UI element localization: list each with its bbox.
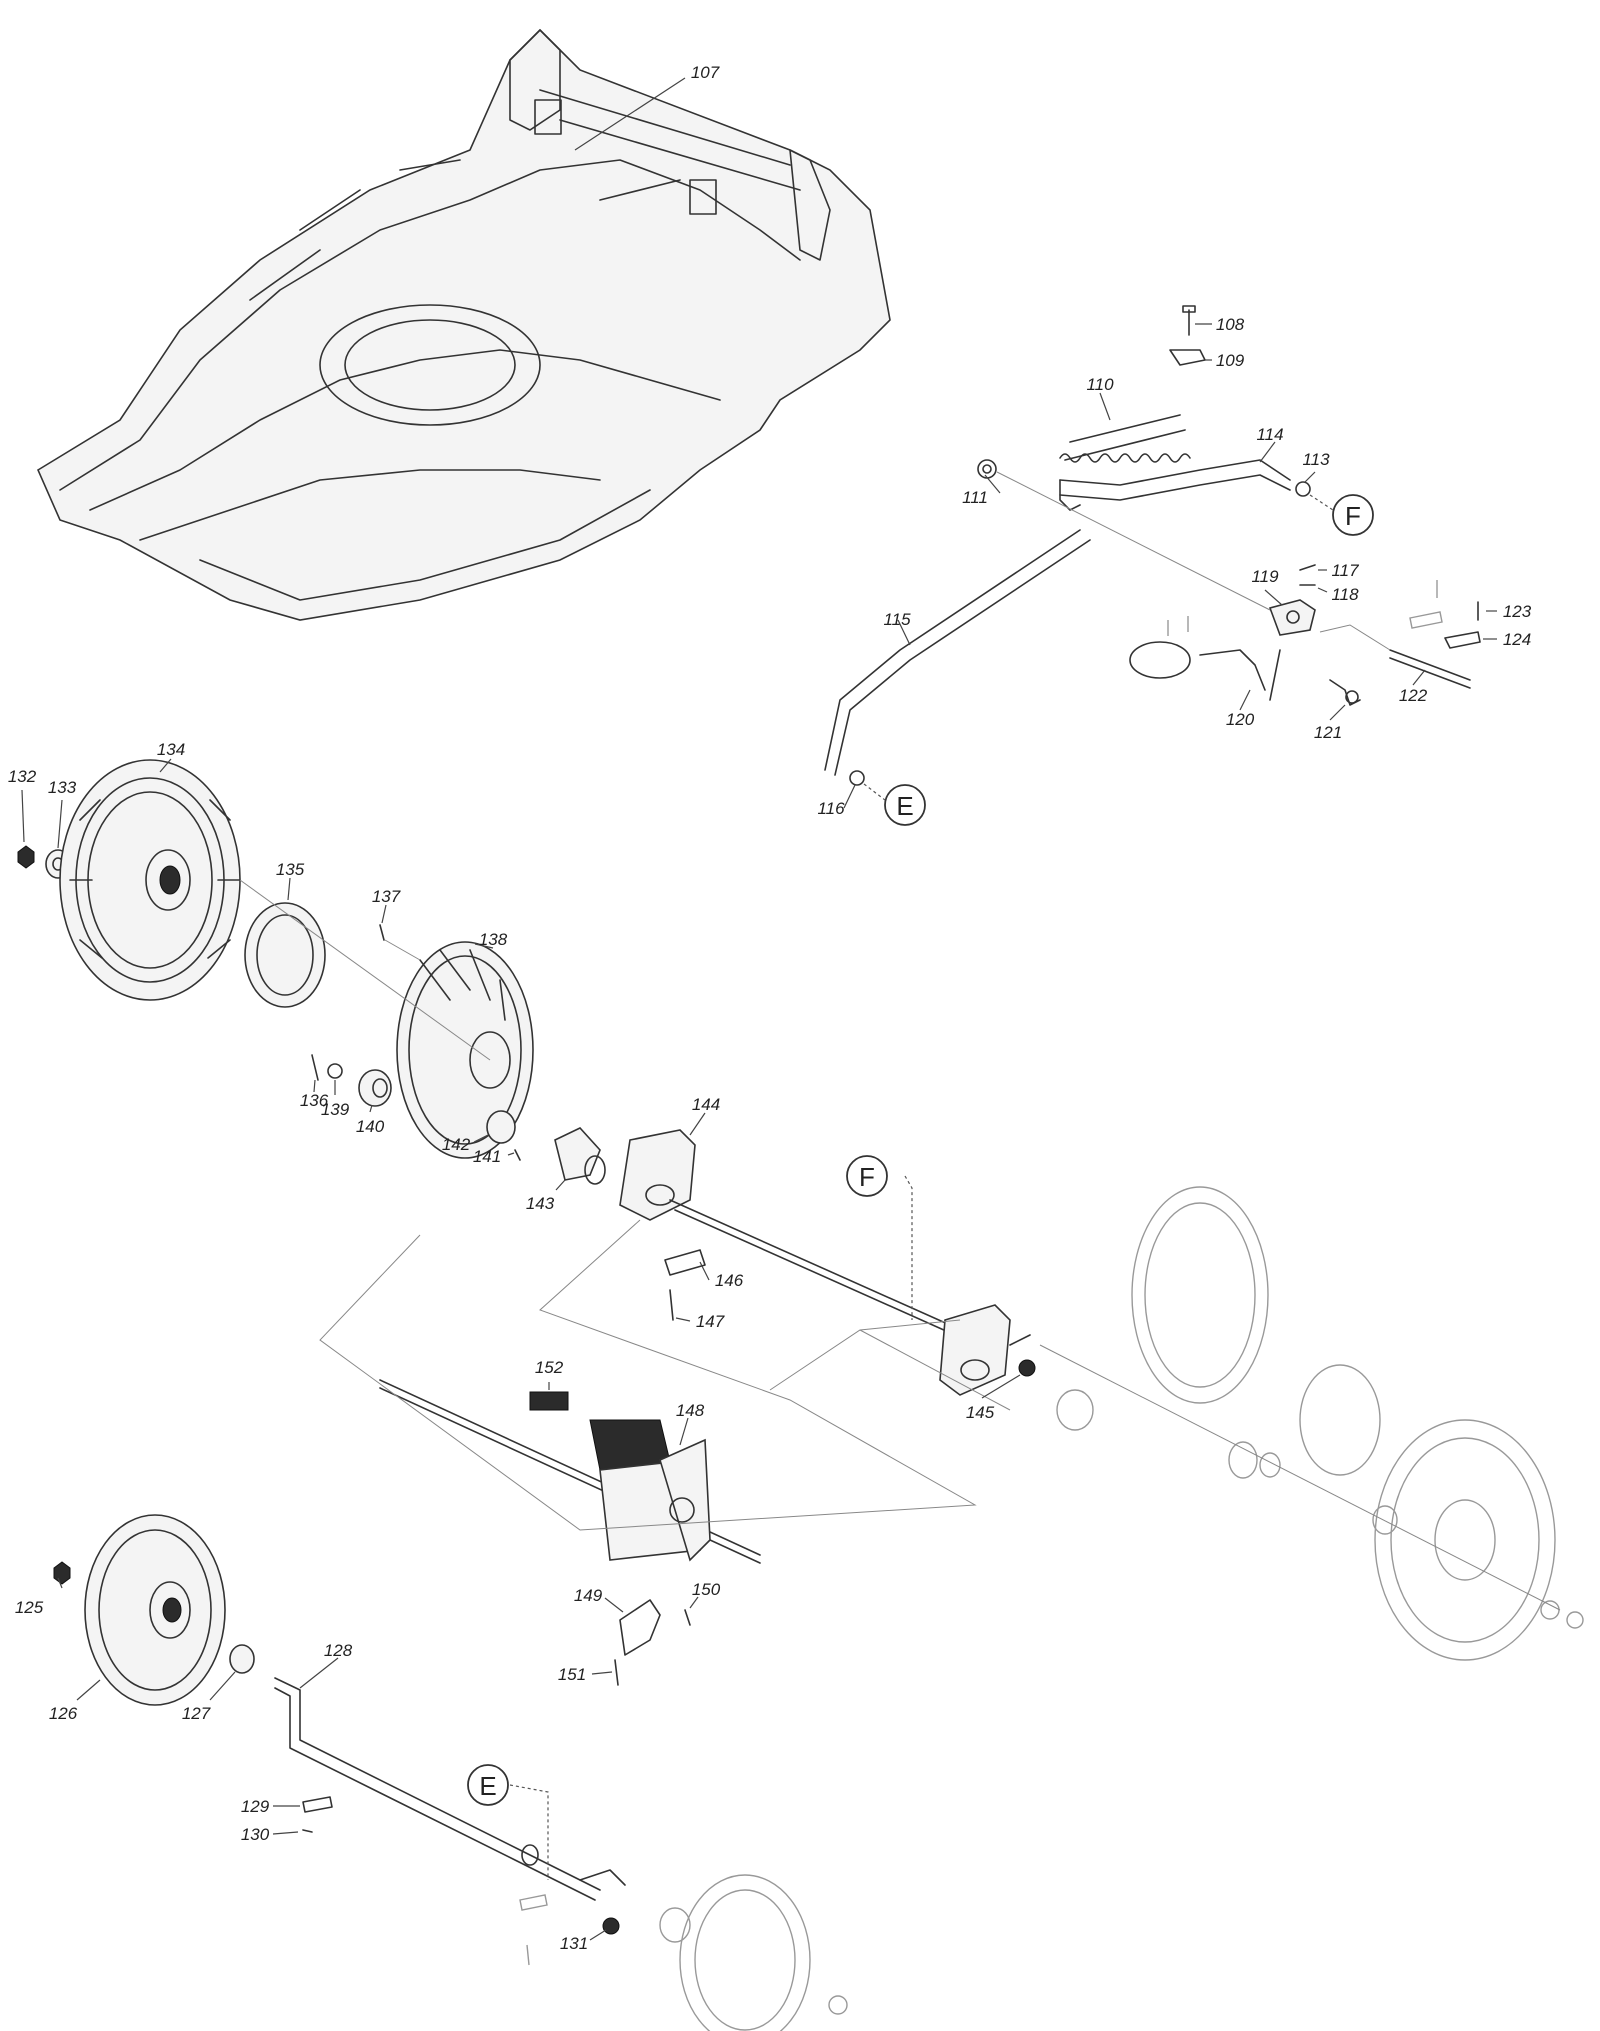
- part-number: 140: [356, 1117, 385, 1136]
- callout-f-middle: F: [846, 1155, 888, 1197]
- callout-f-upper: F: [1309, 494, 1374, 536]
- callout-e-upper: E: [863, 783, 926, 826]
- part-number: 114: [1256, 425, 1283, 444]
- svg-text:E: E: [479, 1771, 496, 1801]
- part-number: 150: [692, 1580, 721, 1599]
- part-labels: 107 108 109 110 111 113 114 115 116 117 …: [8, 63, 1532, 1953]
- part-number: 146: [715, 1271, 744, 1290]
- part-number: 113: [1302, 450, 1330, 469]
- part-number: 110: [1086, 375, 1114, 394]
- part-number: 107: [691, 63, 720, 82]
- part-number: 144: [692, 1095, 720, 1114]
- svg-text:F: F: [1345, 501, 1361, 531]
- part-number: 122: [1399, 686, 1428, 705]
- part-number: 137: [372, 887, 401, 906]
- part-number: 139: [321, 1100, 350, 1119]
- left-rear-wheel: [17, 759, 606, 1185]
- part-number: 130: [241, 1825, 270, 1844]
- part-number: 116: [817, 799, 845, 818]
- part-number: 128: [324, 1641, 353, 1660]
- part-number: 134: [157, 740, 185, 759]
- part-number: 127: [182, 1704, 211, 1723]
- part-number: 111: [962, 488, 988, 507]
- part-number: 120: [1226, 710, 1255, 729]
- right-rear-wheel: [1039, 1186, 1584, 1661]
- part-number: 151: [558, 1665, 586, 1684]
- part-number: 152: [535, 1358, 564, 1377]
- part-number: 141: [473, 1147, 501, 1166]
- part-number: 117: [1331, 561, 1359, 580]
- front-wheel-assembly: [53, 1514, 848, 2031]
- part-number: 121: [1314, 723, 1342, 742]
- part-number: 123: [1503, 602, 1532, 621]
- part-number: 126: [49, 1704, 78, 1723]
- part-number: 143: [526, 1194, 555, 1213]
- drive-axle-assembly: [319, 1129, 1036, 1686]
- part-number: 149: [574, 1586, 603, 1605]
- part-number: 135: [276, 860, 305, 879]
- part-number: 119: [1251, 567, 1279, 586]
- part-number: 148: [676, 1401, 705, 1420]
- part-number: 118: [1331, 585, 1359, 604]
- part-number: 129: [241, 1797, 270, 1816]
- part-number: 132: [8, 767, 37, 786]
- height-adjust-assembly: [824, 305, 1481, 786]
- part-number: 125: [15, 1598, 44, 1617]
- part-number: 136: [300, 1091, 329, 1110]
- part-number: 124: [1503, 630, 1531, 649]
- callout-e-lower: E: [467, 1764, 509, 1806]
- part-number: 109: [1216, 351, 1245, 370]
- part-number: 138: [479, 930, 508, 949]
- svg-text:E: E: [896, 791, 913, 821]
- deck-housing: [36, 28, 891, 621]
- part-number: 131: [560, 1934, 588, 1953]
- part-number: 147: [696, 1312, 725, 1331]
- part-number: 142: [442, 1135, 471, 1154]
- svg-text:F: F: [859, 1162, 875, 1192]
- part-number: 133: [48, 778, 77, 797]
- part-number: 145: [966, 1403, 995, 1422]
- part-number: 108: [1216, 315, 1245, 334]
- part-number: 115: [883, 610, 911, 629]
